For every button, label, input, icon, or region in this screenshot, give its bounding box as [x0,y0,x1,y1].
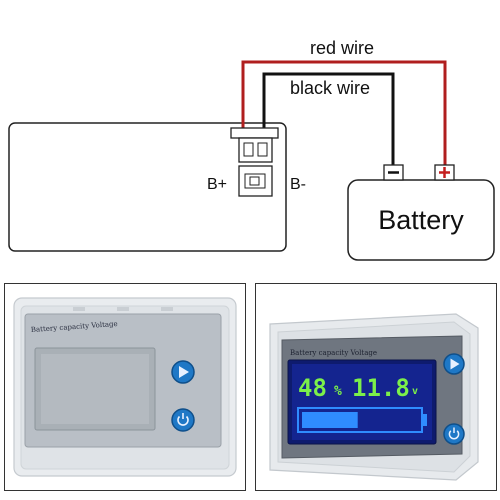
photo-device-off: Battery capacity Voltage [4,283,246,491]
red-wire-label: red wire [310,38,374,58]
play-icon [450,358,460,370]
next-button[interactable] [171,360,195,384]
device-label: Battery capacity Voltage [290,349,377,357]
lcd-voltage-unit: v [412,386,418,397]
play-icon [179,366,189,378]
red-wire [241,60,447,168]
power-icon [448,427,460,440]
lcd-percent-unit: % [334,384,342,399]
lcd-voltage: 11.8 [352,374,410,402]
black-wire-label: black wire [290,78,370,98]
connector-plug [230,127,279,163]
b-plus-label: B+ [207,176,227,193]
positive-terminal [434,164,455,181]
b-minus-label: B- [290,176,306,193]
wiring-diagram: red wire black wire B+ B- Battery [8,38,495,261]
lcd-battery-bar [297,407,427,433]
next-button[interactable] [443,353,465,375]
power-button[interactable] [171,408,195,432]
power-button[interactable] [443,423,465,445]
power-icon [177,413,189,426]
lcd-percent: 48 [298,374,327,402]
connector-socket [238,165,273,197]
battery-outline [347,179,495,261]
meter-outline [8,122,287,252]
black-wire [262,72,395,168]
battery-label: Battery [378,205,464,235]
lcd-battery-fill [302,412,358,428]
photo-device-on: Battery capacity Voltage 48 % 11.8 v [255,283,497,491]
negative-terminal [383,164,404,181]
